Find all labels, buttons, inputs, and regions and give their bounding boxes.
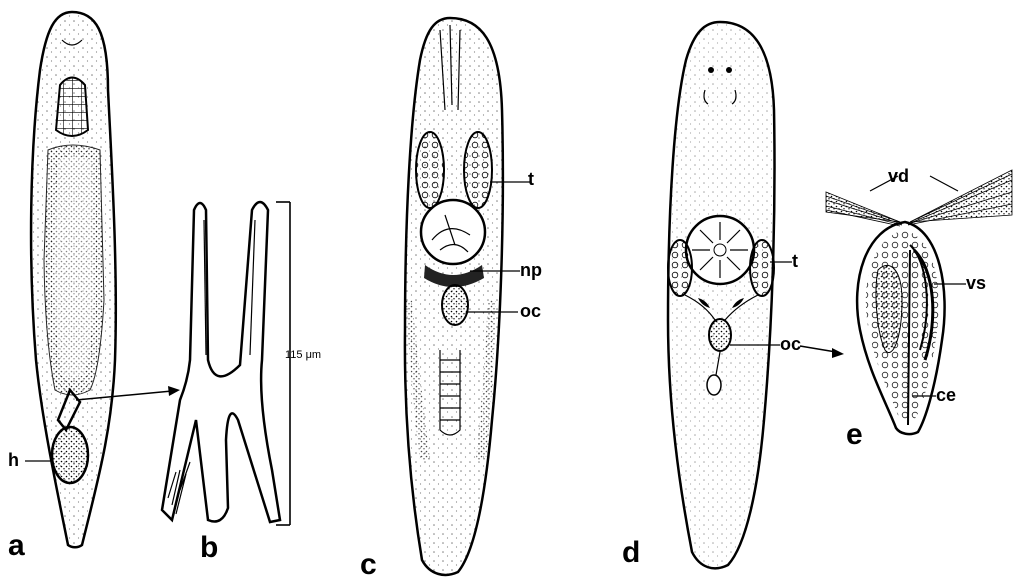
panel-b-stylet: 115 μm b (162, 202, 321, 564)
label-c-oc: oc (520, 301, 541, 321)
label-c-t: t (528, 169, 534, 189)
label-e-vs: vs (966, 273, 986, 293)
panel-c-specimen: t np oc c (360, 18, 542, 577)
panel-a-specimen: h a (8, 12, 180, 562)
scale-bar: 115 μm (276, 202, 321, 525)
panel-label-b: b (200, 531, 218, 564)
panel-d-oc (709, 319, 731, 351)
panel-label-d: d (622, 536, 640, 569)
label-e-vd: vd (888, 166, 909, 186)
label-a-h: h (8, 450, 19, 470)
panel-d-specimen: t oc d (622, 22, 844, 569)
label-d-t: t (792, 251, 798, 271)
panel-e-copulatory-organ: vd vs ce e (826, 166, 1012, 451)
panel-a-pharynx (56, 78, 88, 137)
panel-c-oc (442, 285, 468, 325)
label-d-oc: oc (780, 334, 801, 354)
label-e-ce: ce (936, 385, 956, 405)
panel-a-h-organ (52, 427, 88, 483)
panel-label-e: e (846, 418, 863, 451)
panel-label-a: a (8, 529, 25, 562)
panel-label-c: c (360, 548, 377, 577)
scale-bar-label: 115 μm (285, 349, 321, 361)
label-c-np: np (520, 260, 542, 280)
